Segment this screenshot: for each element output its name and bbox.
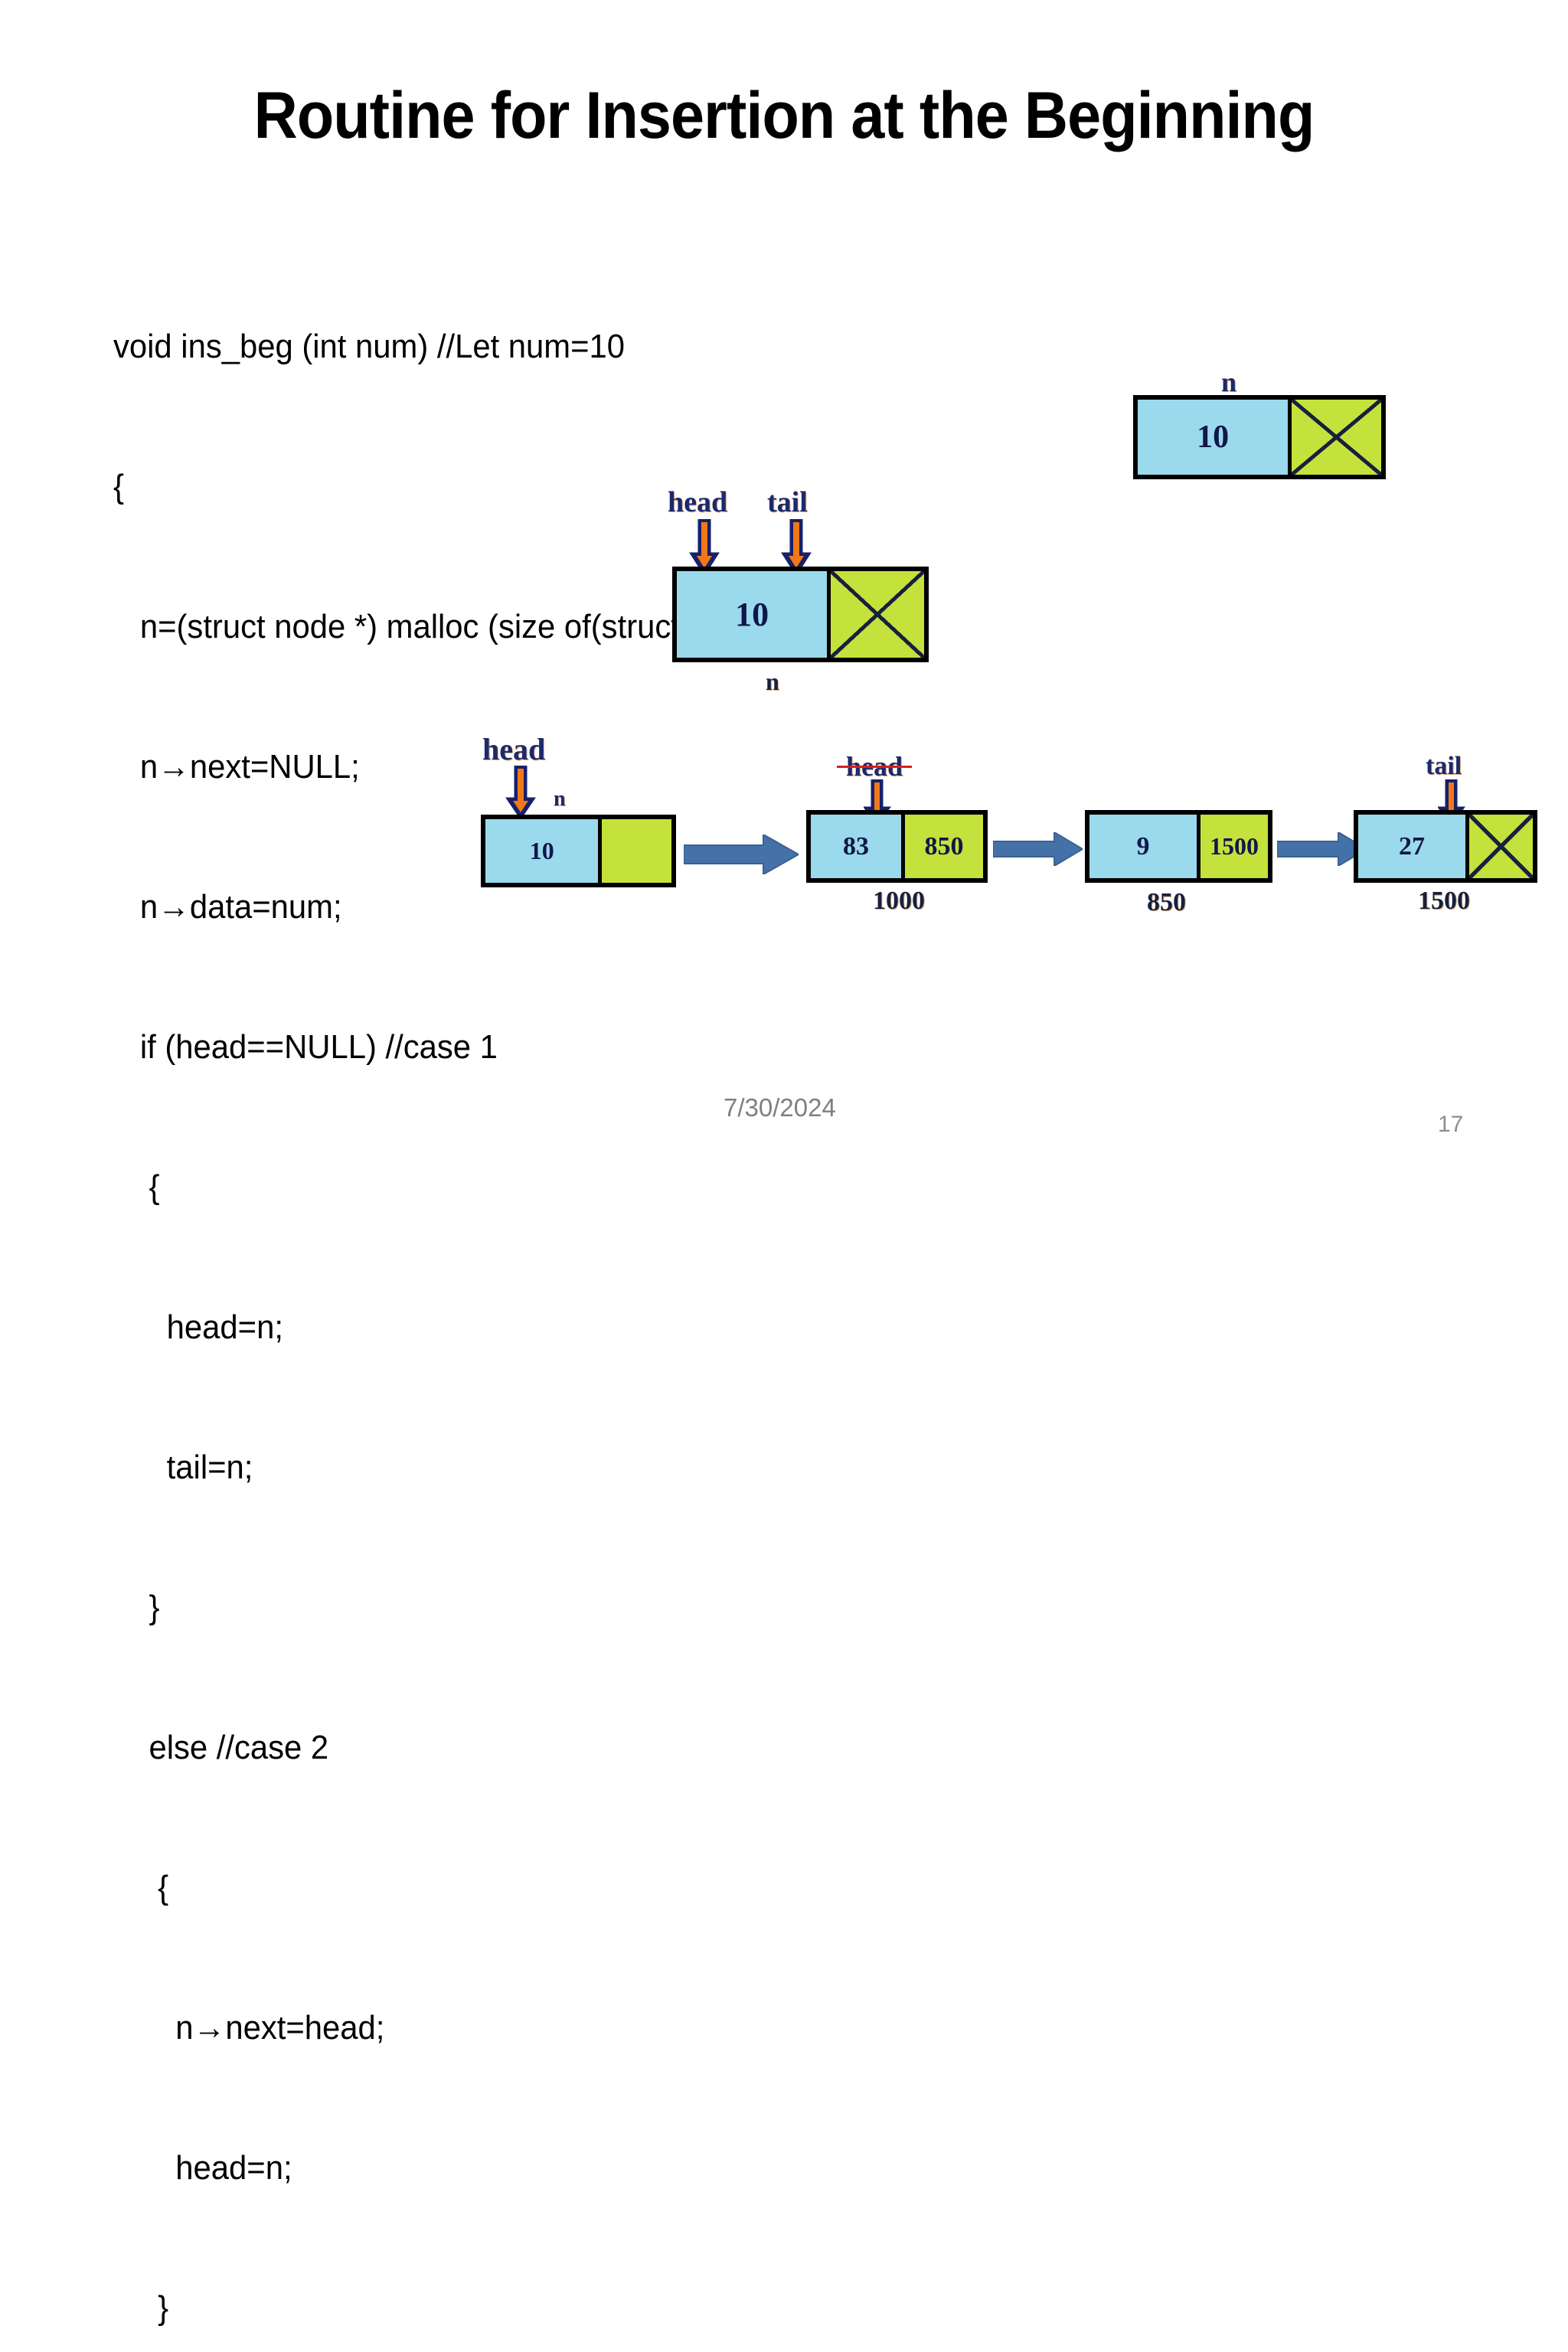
- case1-tail-down-arrow: [781, 519, 812, 577]
- chain-node-4-address: 1500: [1418, 887, 1470, 915]
- chain-node-2-data-cell: 83: [811, 815, 901, 878]
- chain-node-4-data-cell: 27: [1358, 815, 1465, 878]
- chain-link-arrow-2: [993, 832, 1083, 866]
- code-line: {: [113, 1869, 169, 1906]
- case1-node-data-cell: 10: [677, 571, 828, 658]
- code-line: else //case 2: [113, 1729, 329, 1766]
- footer-page-number: 17: [1438, 1112, 1464, 1137]
- new-node-next-cell-null: [1288, 400, 1381, 475]
- footer-date: 7/30/2024: [724, 1093, 836, 1122]
- case1-tail-label: tail: [767, 486, 808, 518]
- chain-node-1-top-label: n: [554, 787, 566, 811]
- chain-node-1-data-cell: 10: [485, 819, 599, 883]
- code-line: void ins_beg (int num) //Let num=10: [113, 328, 626, 365]
- code-line: {: [113, 1168, 160, 1206]
- page-title: Routine for Insertion at the Beginning: [253, 79, 1315, 152]
- chain-node-4-box: 27: [1354, 810, 1537, 883]
- new-node-box: 10: [1133, 395, 1386, 479]
- new-node-data-cell: 10: [1138, 400, 1289, 475]
- code-line: n→next=head;: [113, 2009, 385, 2047]
- case1-head-label: head: [668, 486, 728, 518]
- case1-node-bottom-label: n: [766, 668, 779, 695]
- code-line: tail=n;: [113, 1449, 253, 1486]
- case1-node-next-cell-null: [827, 571, 924, 658]
- code-line: }: [113, 2289, 169, 2327]
- code-line: n→data=num;: [113, 888, 342, 926]
- chain-link-arrow-3: [1277, 832, 1367, 866]
- chain-node-3-box: 9 1500: [1085, 810, 1272, 883]
- chain-node-3-data-cell: 9: [1089, 815, 1197, 878]
- chain-node-1-next-cell: [598, 819, 671, 883]
- code-line: if (head==NULL) //case 1: [113, 1028, 498, 1066]
- chain-node-1-head-label: head: [482, 732, 546, 766]
- new-node-pointer-label: n: [1221, 367, 1237, 397]
- chain-node-1-box: 10: [481, 815, 676, 887]
- case1-node-box: 10: [672, 567, 929, 662]
- code-line: head=n;: [113, 2149, 292, 2187]
- chain-node-2-box: 83 850: [806, 810, 988, 883]
- chain-node-3-next-cell: 1500: [1197, 815, 1268, 878]
- chain-node-2-address: 1000: [873, 887, 925, 915]
- code-line: n→next=NULL;: [113, 748, 360, 786]
- chain-node-2-head-label-struck: head: [837, 751, 912, 782]
- chain-node-4-tail-label: tail: [1426, 752, 1462, 780]
- chain-node-3-address: 850: [1147, 888, 1186, 916]
- chain-node-2-next-cell: 850: [901, 815, 983, 878]
- code-line: }: [113, 1589, 160, 1626]
- code-line: head=n;: [113, 1308, 283, 1346]
- code-line: {: [113, 468, 124, 505]
- chain-node-1-down-arrow: [505, 766, 536, 820]
- chain-node-4-next-cell-null: [1465, 815, 1533, 878]
- chain-link-arrow-1: [684, 835, 799, 874]
- case1-head-down-arrow: [689, 519, 720, 577]
